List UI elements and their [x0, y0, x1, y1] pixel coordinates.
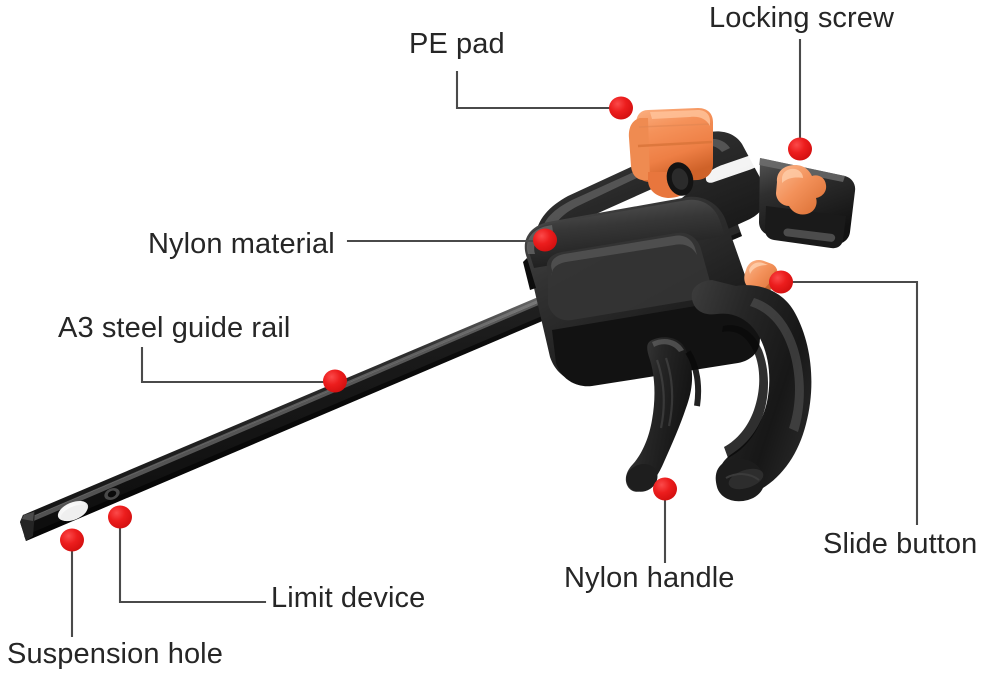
- callout-label-slide-button: Slide button: [823, 528, 978, 560]
- marker-nylon-handle: [653, 477, 677, 501]
- callout-label-locking-screw: Locking screw: [709, 2, 895, 34]
- nylon-body-rail-slot: [523, 258, 536, 290]
- nylon-trigger-ribs: [655, 357, 674, 429]
- callout-label-suspension-hole: Suspension hole: [7, 638, 223, 670]
- callout-label-limit-device: Limit device: [271, 582, 426, 614]
- leader-slide-button: [784, 280, 919, 526]
- pe-pad-group: [628, 108, 713, 198]
- callout-label-a3-steel-guide-rail: A3 steel guide rail: [58, 312, 291, 344]
- nylon-trigger-separator: [685, 350, 702, 407]
- leader-lines: [70, 38, 919, 638]
- marker-slide-button: [769, 270, 793, 294]
- callout-label-pe-pad: PE pad: [409, 28, 505, 60]
- slide-button-tab-shadow: [762, 270, 777, 294]
- nylon-handle-bottom-gloss: [728, 468, 764, 490]
- nylon-body-group: [523, 196, 778, 387]
- marker-locking-screw: [788, 137, 812, 161]
- marker-nylon-material: [533, 228, 557, 252]
- callout-label-nylon-handle: Nylon handle: [564, 562, 735, 594]
- marker-a3-rail: [323, 369, 347, 393]
- callout-label-nylon-material: Nylon material: [148, 228, 335, 260]
- callout-markers: [60, 96, 812, 552]
- nylon-handle-back-highlight: [750, 298, 804, 432]
- marker-limit-device: [108, 505, 132, 529]
- pe-pad-seam-2: [638, 123, 712, 128]
- nylon-trigger: [625, 337, 693, 492]
- nylon-body-raised-pad-highlight: [551, 235, 697, 276]
- jaw-arm-slot-right: [705, 152, 767, 183]
- guide-rail-end-cap-highlight: [22, 512, 34, 521]
- marker-pe-pad: [609, 96, 633, 120]
- locking-screw-housing-rib: [783, 228, 836, 242]
- slide-button-tab-highlight: [749, 262, 768, 274]
- nylon-handle-grip: [691, 280, 812, 496]
- leader-a3-rail: [140, 346, 334, 384]
- pe-pad-highlight: [650, 110, 710, 126]
- pe-pad-pivot-ring: [671, 168, 689, 190]
- nylon-handle-inner-shadow: [722, 325, 768, 458]
- nylon-trigger-toe: [626, 464, 658, 492]
- suspension-hole-inner-shadow: [60, 504, 88, 522]
- nylon-handle-group: [625, 280, 812, 502]
- pe-pad-left-wing: [628, 118, 650, 181]
- locking-screw-knob-highlight: [782, 168, 803, 183]
- pe-pad-seam: [637, 140, 713, 148]
- leader-limit-device: [118, 520, 267, 604]
- leader-pe-pad: [455, 70, 620, 110]
- nylon-trigger-top-highlight: [652, 338, 684, 352]
- marker-suspension-hole: [60, 528, 84, 552]
- limit-device-bore: [107, 490, 117, 498]
